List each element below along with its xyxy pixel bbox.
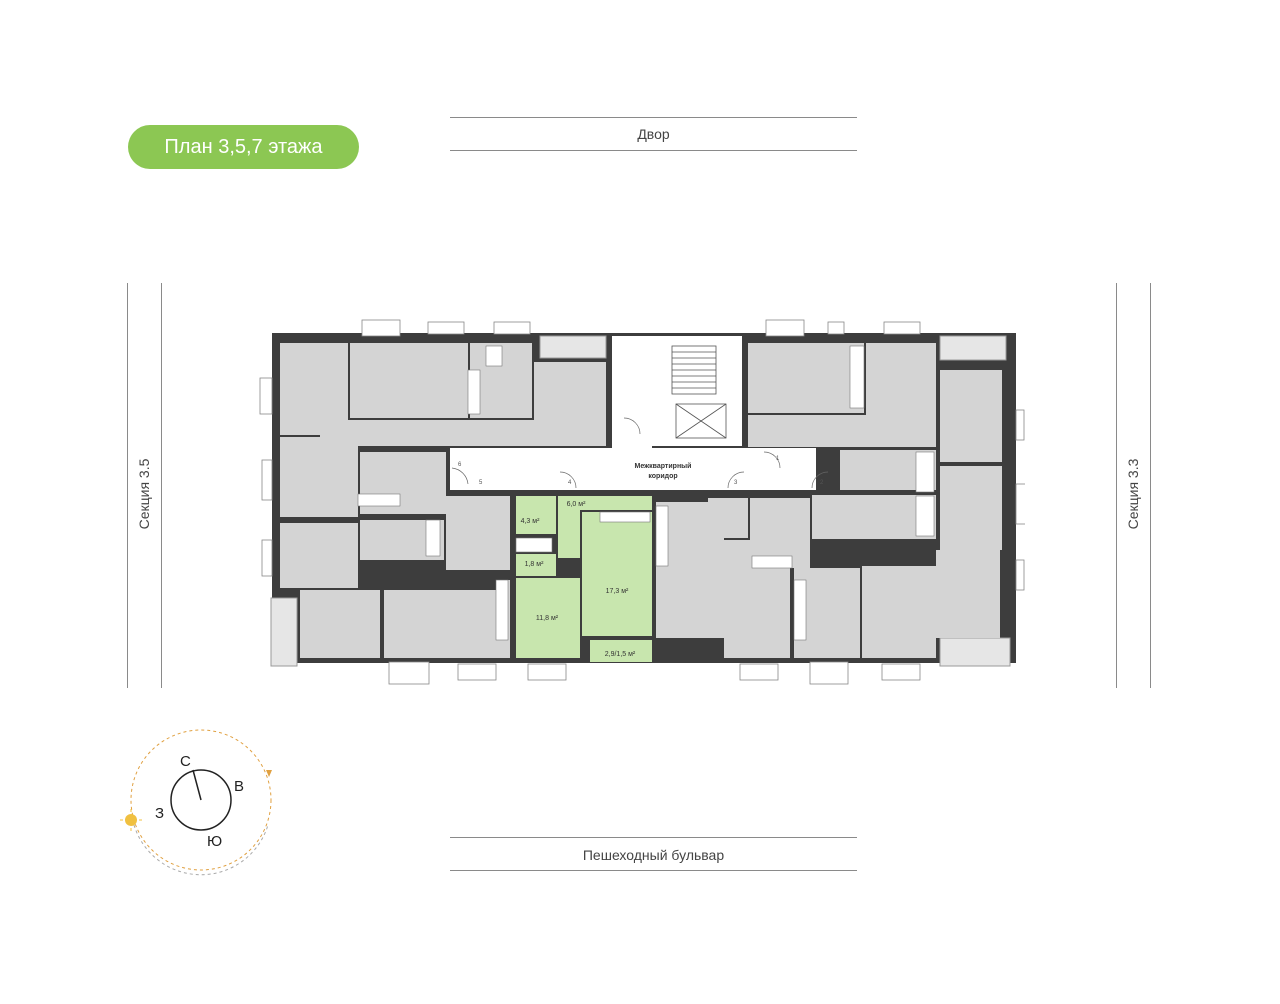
balcony-right: [939, 637, 1011, 667]
room: [280, 437, 358, 517]
bottom-rule-lower: [450, 870, 857, 871]
compass-needle: [192, 769, 202, 801]
highlight-balcony: [590, 640, 652, 662]
balcony-area-label: 2,9/1,5 м²: [605, 651, 636, 658]
door-number: 3: [734, 480, 738, 486]
highlight-wardrobe: [516, 554, 556, 576]
room: [708, 498, 748, 538]
compass: С В З Ю: [120, 729, 272, 876]
yard-label: Двор: [637, 126, 670, 142]
room: [280, 523, 358, 588]
right-rule-inner: [1116, 283, 1117, 688]
balcony-top-mid: [539, 335, 607, 359]
room: [866, 343, 936, 421]
floor-plan: 4,3 м² 6,0 м² 1,8 м² 11,8 м² 17,3 м² 2,9…: [259, 319, 1025, 685]
compass-south: Ю: [207, 833, 222, 850]
door-number: 2: [820, 480, 824, 486]
room: [280, 343, 348, 435]
compass-circle: [170, 769, 232, 831]
room: [862, 566, 936, 658]
highlight-kitchen: [582, 512, 652, 636]
boulevard-label: Пешеходный бульвар: [582, 847, 725, 863]
arrow-icon: [266, 770, 272, 777]
room: [940, 370, 1002, 462]
plan-title-badge: План 3,5,7 этажа: [128, 125, 359, 169]
right-rule-outer: [1150, 283, 1151, 688]
balcony-top-right: [939, 335, 1007, 361]
highlight-bath: [516, 496, 556, 534]
corridor-label-line1: Межквартирный: [635, 462, 692, 470]
compass-west: З: [155, 805, 164, 822]
room: [940, 466, 1002, 550]
sun-icon: [125, 814, 137, 826]
compass-north: С: [180, 753, 191, 770]
door-number: 5: [479, 480, 483, 486]
highlight-bedroom: [516, 578, 580, 658]
top-rule-upper: [450, 117, 857, 118]
door-number: 1: [776, 456, 780, 462]
corridor: [450, 448, 816, 490]
room: [534, 362, 606, 420]
section-left-label: Секция 3.5: [136, 458, 152, 530]
room: [936, 550, 1000, 638]
room: [748, 415, 936, 447]
room: [320, 420, 606, 446]
section-right-label: Секция 3.3: [1125, 458, 1141, 530]
sun-path-lower: [133, 824, 269, 876]
wardrobe-area-label: 1,8 м²: [525, 561, 544, 568]
kitchen-area-label: 17,3 м²: [606, 588, 629, 595]
room: [300, 590, 380, 658]
room: [748, 343, 864, 413]
bottom-rule-upper: [450, 837, 857, 838]
room: [350, 343, 468, 418]
door-number: 4: [568, 480, 572, 486]
corridor-label-line2: коридор: [648, 473, 677, 480]
top-rule-lower: [450, 150, 857, 151]
bedroom-area-label: 11,8 м²: [536, 615, 559, 622]
sun-path: [130, 729, 272, 871]
highlight-hall: [558, 496, 652, 510]
room: [384, 590, 496, 658]
left-rule-outer: [127, 283, 128, 688]
compass-east: В: [234, 778, 244, 795]
left-rule-inner: [161, 283, 162, 688]
door-number: 6: [458, 462, 462, 468]
room: [812, 495, 936, 539]
corridor-branch: [612, 420, 652, 450]
highlight-hall-2: [558, 510, 580, 558]
bath-area-label: 4,3 м²: [521, 518, 540, 525]
hall-area-label: 6,0 м²: [567, 501, 586, 508]
room: [446, 496, 510, 570]
elevator: [675, 403, 727, 439]
balcony-left: [270, 597, 298, 667]
